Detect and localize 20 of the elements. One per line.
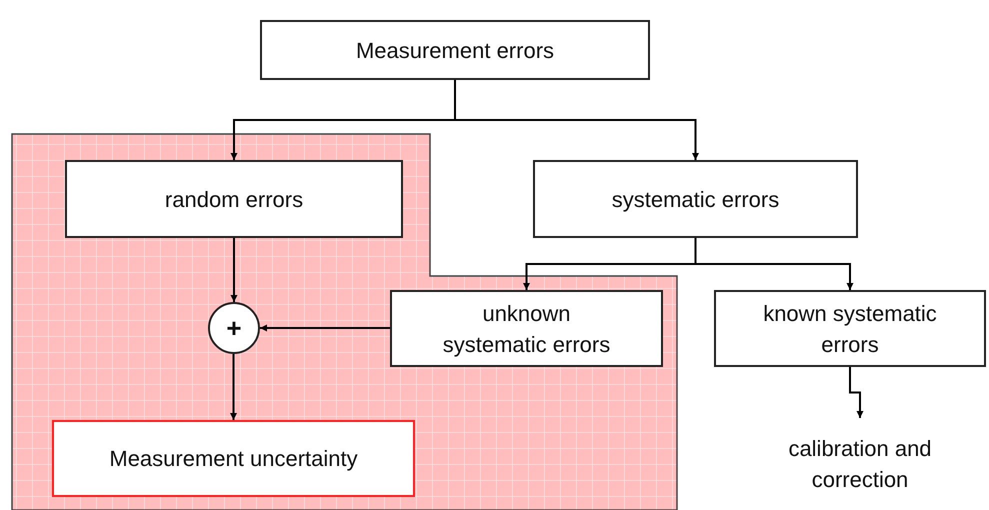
category-box — [533, 160, 858, 238]
category-box — [390, 290, 663, 367]
node-label: Measurement errors — [356, 36, 554, 64]
node-label: random errors — [164, 186, 304, 214]
arrow — [230, 238, 238, 302]
category-box — [714, 290, 986, 367]
node-label: + — [226, 312, 242, 344]
node-label: calibration and correction — [787, 435, 933, 494]
node-label: Measurement uncertainty — [109, 445, 358, 473]
node-label: unknown systematic errors — [442, 300, 612, 359]
node-label: systematic errors — [612, 186, 780, 214]
category-box — [65, 160, 403, 238]
arrow — [694, 238, 854, 290]
category-box — [260, 20, 650, 80]
result-box — [52, 420, 415, 497]
arrow — [454, 80, 699, 160]
arrow — [260, 324, 390, 332]
node-label: known systematic errors — [762, 300, 938, 358]
arrow — [230, 354, 237, 420]
arrow — [849, 367, 864, 418]
